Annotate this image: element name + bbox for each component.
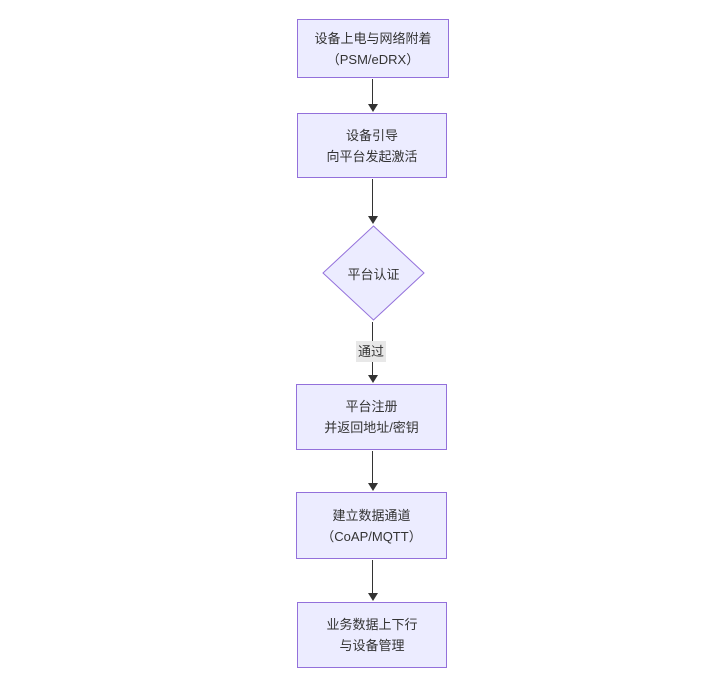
arrow-shaft [372,560,373,593]
arrowhead-icon [367,216,378,224]
arrowhead-icon [367,593,378,601]
flow-arrow-4 [367,451,378,491]
node-text-line: 业务数据上下行 [326,617,418,632]
decision-platform-auth: 平台认证 [322,225,425,321]
node-text-line: 设备引导 [345,127,398,143]
node-device-bootstrap: 设备引导 向平台发起激活 [297,113,447,178]
diamond-shape [322,225,425,321]
flow-arrow-2 [367,179,378,224]
arrow-shaft [372,79,373,104]
node-business-data-mgmt: 业务数据上下行 与设备管理 [297,602,447,668]
node-text-line: 与设备管理 [339,638,405,653]
node-text-line: 平台注册 [345,399,398,414]
node-text-line: （CoAP/MQTT） [321,528,422,544]
node-text-line: 平台认证 [347,266,400,282]
node-text-line: （PSM/eDRX） [326,51,420,67]
node-power-network-attach: 设备上电与网络附着 （PSM/eDRX） [297,19,449,78]
node-text-line: 向平台发起激活 [326,148,418,164]
flow-arrow-1 [367,79,378,112]
node-text-line: 并返回地址/密钥 [324,420,419,435]
arrowhead-icon [367,104,378,112]
node-text-line: 建立数据通道 [332,507,411,523]
node-data-channel: 建立数据通道 （CoAP/MQTT） [296,492,447,559]
arrow-shaft [372,451,373,483]
flow-arrow-5 [367,560,378,601]
arrow-shaft [372,179,373,216]
arrowhead-icon [367,375,378,383]
arrowhead-icon [367,483,378,491]
node-platform-register: 平台注册 并返回地址/密钥 [296,384,447,450]
node-text-line: 设备上电与网络附着 [314,30,432,46]
edge-label-pass: 通过 [356,341,387,362]
